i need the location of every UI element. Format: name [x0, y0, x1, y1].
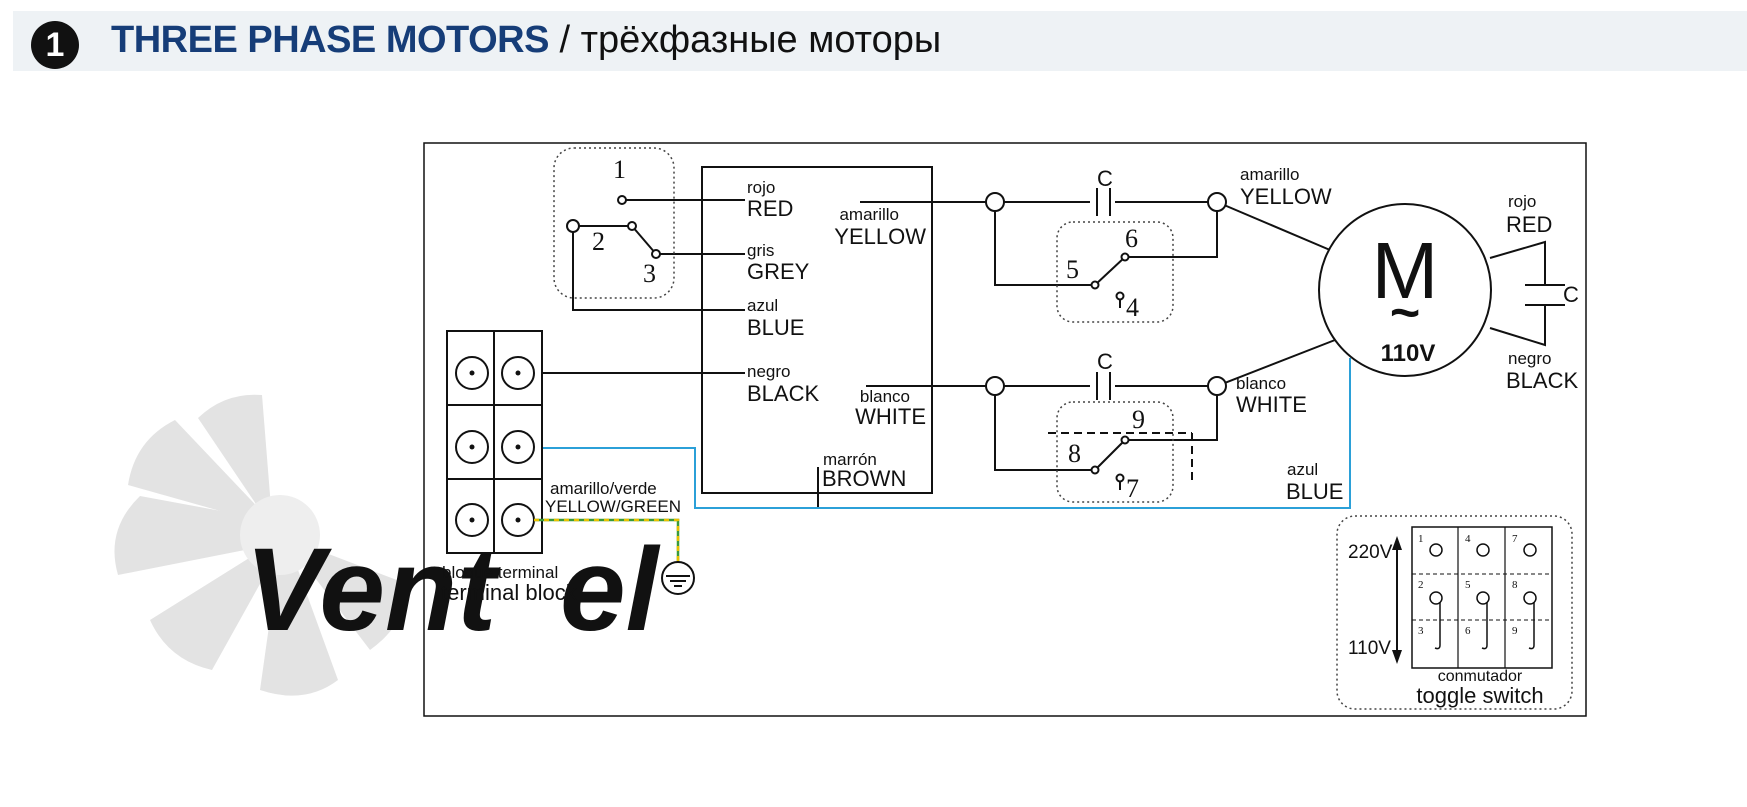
label-red: RED — [747, 196, 793, 221]
label-negro-motor: negro — [1508, 349, 1551, 368]
toggle-cell-7: 7 — [1512, 533, 1518, 545]
terminal-block — [446, 330, 543, 554]
ground-wire-stripe — [534, 518, 680, 563]
label-grey: GREY — [747, 259, 810, 284]
section-number-badge: 1 — [31, 21, 79, 69]
label-blanco-motor: blanco — [1236, 374, 1286, 393]
switch-2-pin-5: 5 — [1066, 255, 1079, 284]
label-amarillo-verde: amarillo/verde — [550, 479, 657, 498]
cap-label-motor: C — [1563, 282, 1579, 307]
label-rojo-motor: rojo — [1508, 192, 1536, 211]
motor-letter: M — [1372, 226, 1439, 315]
label-azul-motor: azul — [1287, 460, 1318, 479]
label-bloque-terminal: bloque terminal — [442, 563, 558, 582]
label-white-motor: WHITE — [1236, 392, 1307, 417]
switch-3-pin-8: 8 — [1068, 439, 1081, 468]
label-yellow-box: YELLOW — [834, 224, 926, 249]
box-right-labels: amarillo YELLOW blanco WHITE marrón BROW… — [822, 205, 926, 491]
label-conmutador: conmutador — [1438, 668, 1523, 685]
capacitor-plates — [1096, 188, 1565, 400]
label-azul: azul — [747, 296, 778, 315]
left-wire-labels: rojo RED gris GREY azul BLUE negro BLACK — [747, 178, 819, 406]
label-yellow-motor: YELLOW — [1240, 184, 1332, 209]
toggle-cell-1: 1 — [1418, 533, 1424, 545]
switch-1-pin-1: 1 — [613, 155, 626, 184]
switch-2-housing — [1056, 221, 1174, 323]
fan-logo-icon — [114, 394, 410, 696]
toggle-cell-5: 5 — [1465, 579, 1471, 591]
label-rojo: rojo — [747, 178, 775, 197]
switch-3-pin-9: 9 — [1132, 405, 1145, 434]
cap-motor-gap — [1527, 287, 1563, 303]
cap-top-gap — [1096, 196, 1112, 208]
label-amarillo-box: amarillo — [839, 205, 899, 224]
label-blue-motor: BLUE — [1286, 479, 1343, 504]
switch-1-pin-3: 3 — [643, 259, 656, 288]
ground-icon — [661, 561, 695, 595]
label-terminal-block: terminal block — [441, 580, 578, 605]
blue-wire — [542, 358, 1351, 509]
cap-bottom-gap — [1096, 380, 1112, 392]
label-yellow-green: YELLOW/GREEN — [545, 497, 681, 516]
label-blue: BLUE — [747, 315, 804, 340]
arrow-down-icon — [1392, 650, 1402, 664]
toggle-cell-4: 4 — [1465, 533, 1471, 545]
title-separator: / — [548, 19, 581, 61]
title-russian: трёхфазные моторы — [580, 19, 942, 61]
toggle-cell-8: 8 — [1512, 579, 1518, 591]
label-white-box: WHITE — [855, 404, 926, 429]
title-english: THREE PHASE MOTORS — [111, 19, 549, 61]
ventel-watermark: Vent el — [114, 394, 661, 696]
label-red-motor: RED — [1506, 212, 1552, 237]
header-bar — [13, 11, 1747, 71]
toggle-cell-9: 9 — [1512, 625, 1518, 637]
switch-2-3-contacts — [1090, 252, 1130, 483]
label-brown: BROWN — [822, 466, 906, 491]
switch-1-contacts — [566, 195, 661, 259]
switch-2-pin-4: 4 — [1126, 293, 1139, 322]
motor-voltage: 110V — [1381, 340, 1436, 367]
motor-symbol — [1318, 203, 1492, 377]
junction-nodes — [985, 192, 1227, 396]
label-black-motor: BLACK — [1506, 368, 1578, 393]
motor-ac-symbol: ~ — [1390, 284, 1420, 342]
label-gris: gris — [747, 241, 774, 260]
cap-label-bottom: C — [1097, 349, 1113, 374]
toggle-switch-legend: 220V 110V 1 4 7 2 5 8 3 6 9 conmutador t… — [1336, 515, 1573, 710]
switch-1-housing — [553, 147, 675, 299]
toggle-cell-2: 2 — [1418, 579, 1424, 591]
toggle-110v: 110V — [1348, 638, 1391, 659]
switch-1-pin-2: 2 — [592, 227, 605, 256]
label-amarillo-motor: amarillo — [1240, 165, 1300, 184]
diagram-frame — [423, 142, 1587, 717]
cap-label-top: C — [1097, 166, 1113, 191]
label-marron: marrón — [823, 450, 877, 469]
switch-2-pin-6: 6 — [1125, 224, 1138, 253]
label-blanco-box: blanco — [860, 387, 910, 406]
switch-3-pin-7: 7 — [1126, 474, 1139, 503]
toggle-cell-6: 6 — [1465, 625, 1471, 637]
motor-wire-labels: amarillo YELLOW blanco WHITE azul BLUE r… — [1236, 165, 1578, 504]
switch-3-housing — [1056, 401, 1174, 503]
toggle-cell-3: 3 — [1418, 625, 1424, 637]
watermark-el: el — [560, 524, 661, 656]
page-title: THREE PHASE MOTORS / трёхфазные моторы — [111, 16, 941, 64]
label-black: BLACK — [747, 381, 819, 406]
label-toggle-switch: toggle switch — [1416, 683, 1543, 708]
label-negro: negro — [747, 362, 790, 381]
arrow-up-icon — [1392, 536, 1402, 550]
toggle-220v: 220V — [1348, 542, 1393, 563]
